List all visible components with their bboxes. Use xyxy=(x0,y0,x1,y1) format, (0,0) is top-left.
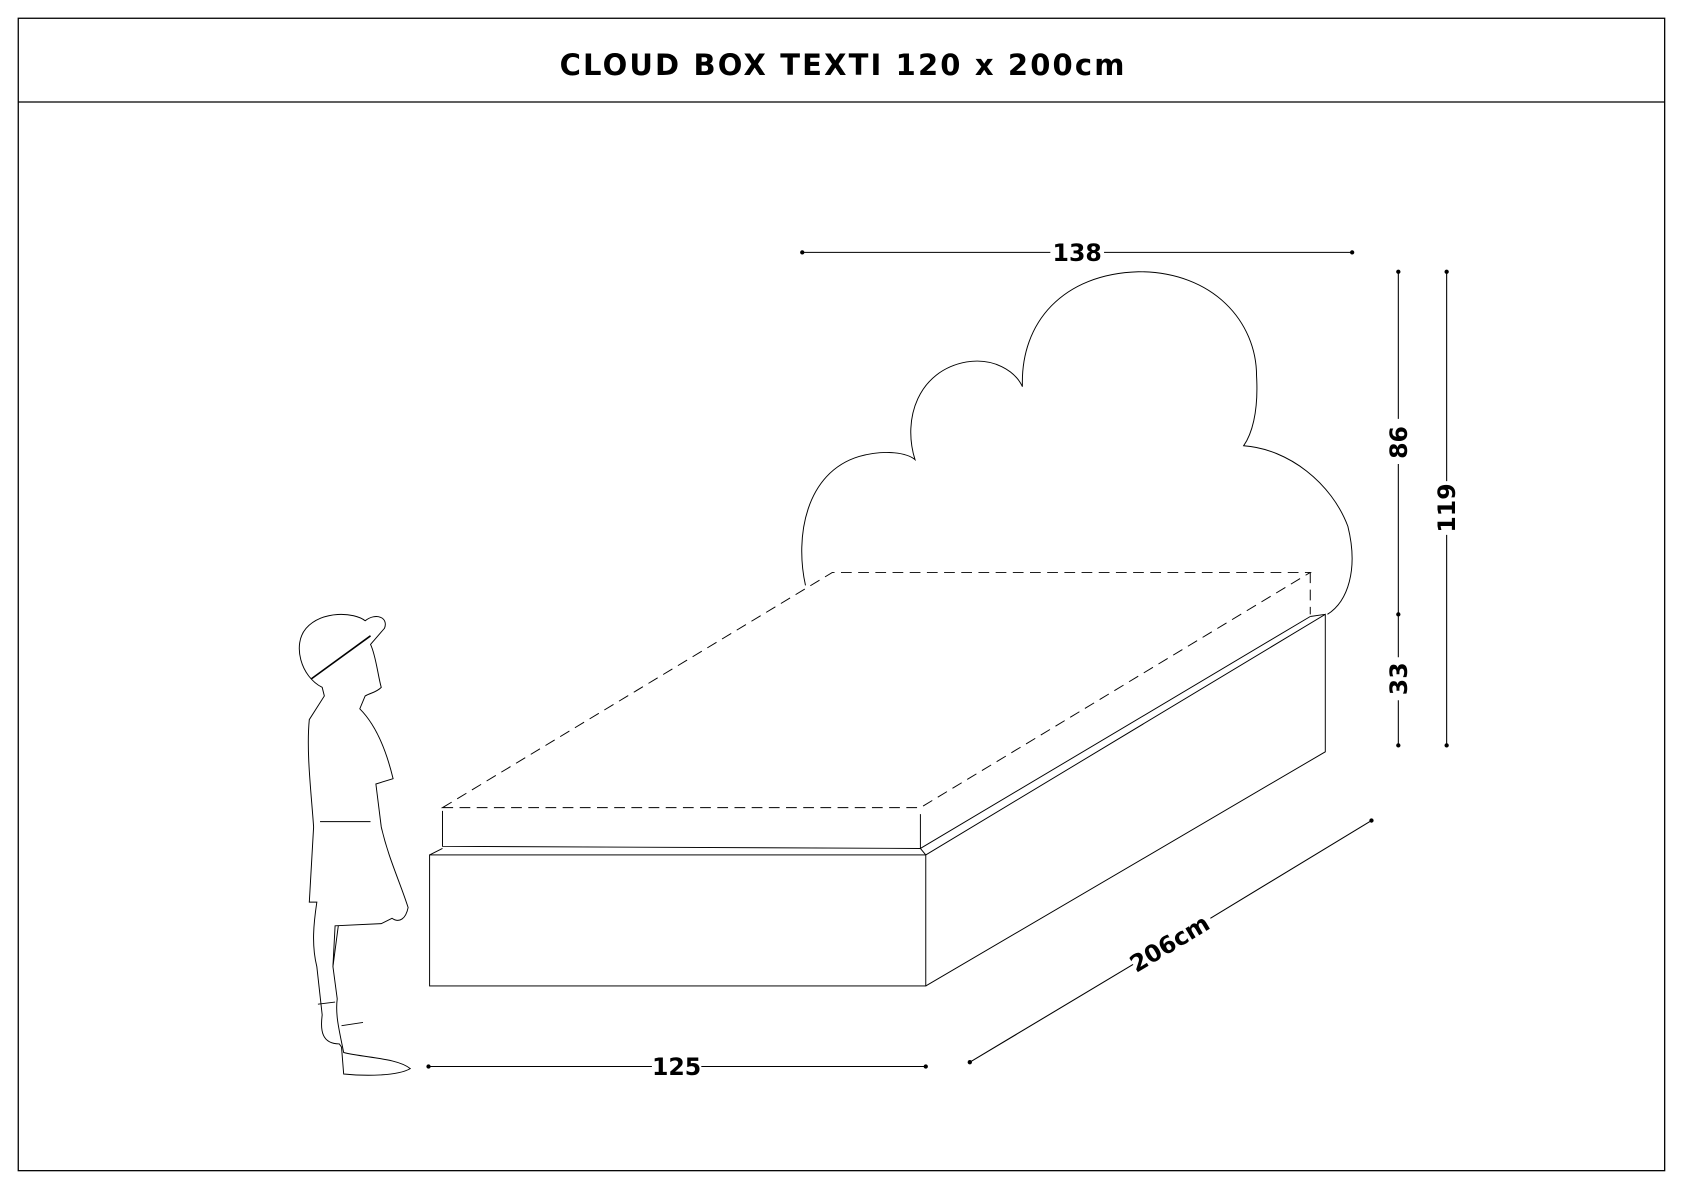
dim-label-125: 125 xyxy=(652,1053,701,1081)
dim-label-206cm: 206cm xyxy=(1125,909,1215,978)
dim-label-86: 86 xyxy=(1385,426,1413,459)
page-title: CLOUD BOX TEXTI 120 x 200cm xyxy=(560,48,1127,82)
child-figure xyxy=(298,613,412,1076)
dim-total-height: 119 xyxy=(1433,269,1461,748)
cloud-headboard xyxy=(801,271,1353,615)
dim-headboard-width: 138 xyxy=(800,239,1355,267)
dim-label-33: 33 xyxy=(1385,662,1413,695)
bed-base xyxy=(429,613,1326,987)
frame-border xyxy=(17,17,1666,1172)
dim-bed-length: 206cm xyxy=(967,818,1374,1065)
dim-label-119: 119 xyxy=(1433,483,1461,532)
dim-headboard-height: 86 33 xyxy=(1385,269,1413,748)
mattress xyxy=(440,571,1312,849)
dim-bed-width: 125 xyxy=(426,1053,928,1081)
dim-label-138: 138 xyxy=(1053,239,1102,267)
